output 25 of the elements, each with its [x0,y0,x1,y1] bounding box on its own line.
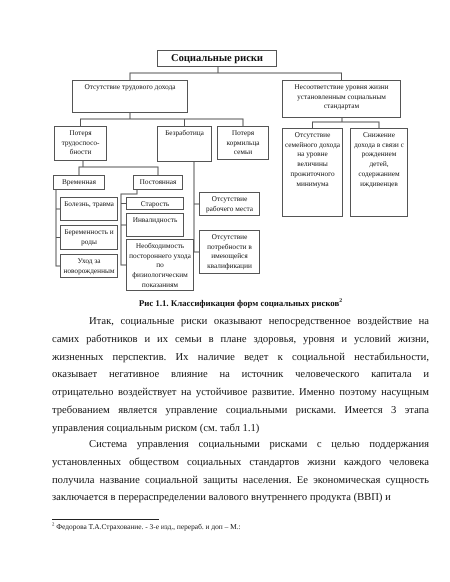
connector-line [120,190,138,266]
category-box [54,126,107,161]
body-paragraph: Система управления социальными рисками с целью поддержания установленных обществом социальных стандартов жизни каждого человека получила название социальной защиты населения. Ее экономическая сущность заключается в перераспределении валового внутреннего продукта (ВВП) и [52,438,429,506]
body-paragraph: Итак, социальные риски оказывают непосредственное воздействие на самих работников и их семьи в плане здоровья, уровня и условий жизни, жизненных перспектив. Их наличие ведет к социальной нестабильности, оказывает негативное влияние на источник человеческого капитала и отрицательно воздействует на устойчивое развитие. Именно поэтому насущным требованием является управление социальными рисками. Имеется 3 этапа управления социальным риском (см. табл 1.1) [52,315,429,436]
category-box [217,126,269,160]
connector-line [82,160,158,176]
category-box [72,80,188,113]
category-box [157,126,212,162]
category-box [126,197,184,210]
category-box [282,128,343,217]
figure-caption: Рис 1.1. Классификация форм социальных рисков$^{2}$ [138,298,344,308]
connector-line [194,162,200,252]
connector-line [130,112,244,126]
title-box [157,50,277,67]
category-box [53,175,105,190]
category-box [350,128,408,217]
category-box [133,175,183,190]
connector-line [56,190,60,266]
category-box [60,197,118,221]
category-box [199,192,260,216]
category-box [126,213,184,237]
category-box [282,80,401,118]
box-text: Социальные риски [171,52,263,66]
connector-line [218,66,342,80]
category-box [199,230,260,274]
